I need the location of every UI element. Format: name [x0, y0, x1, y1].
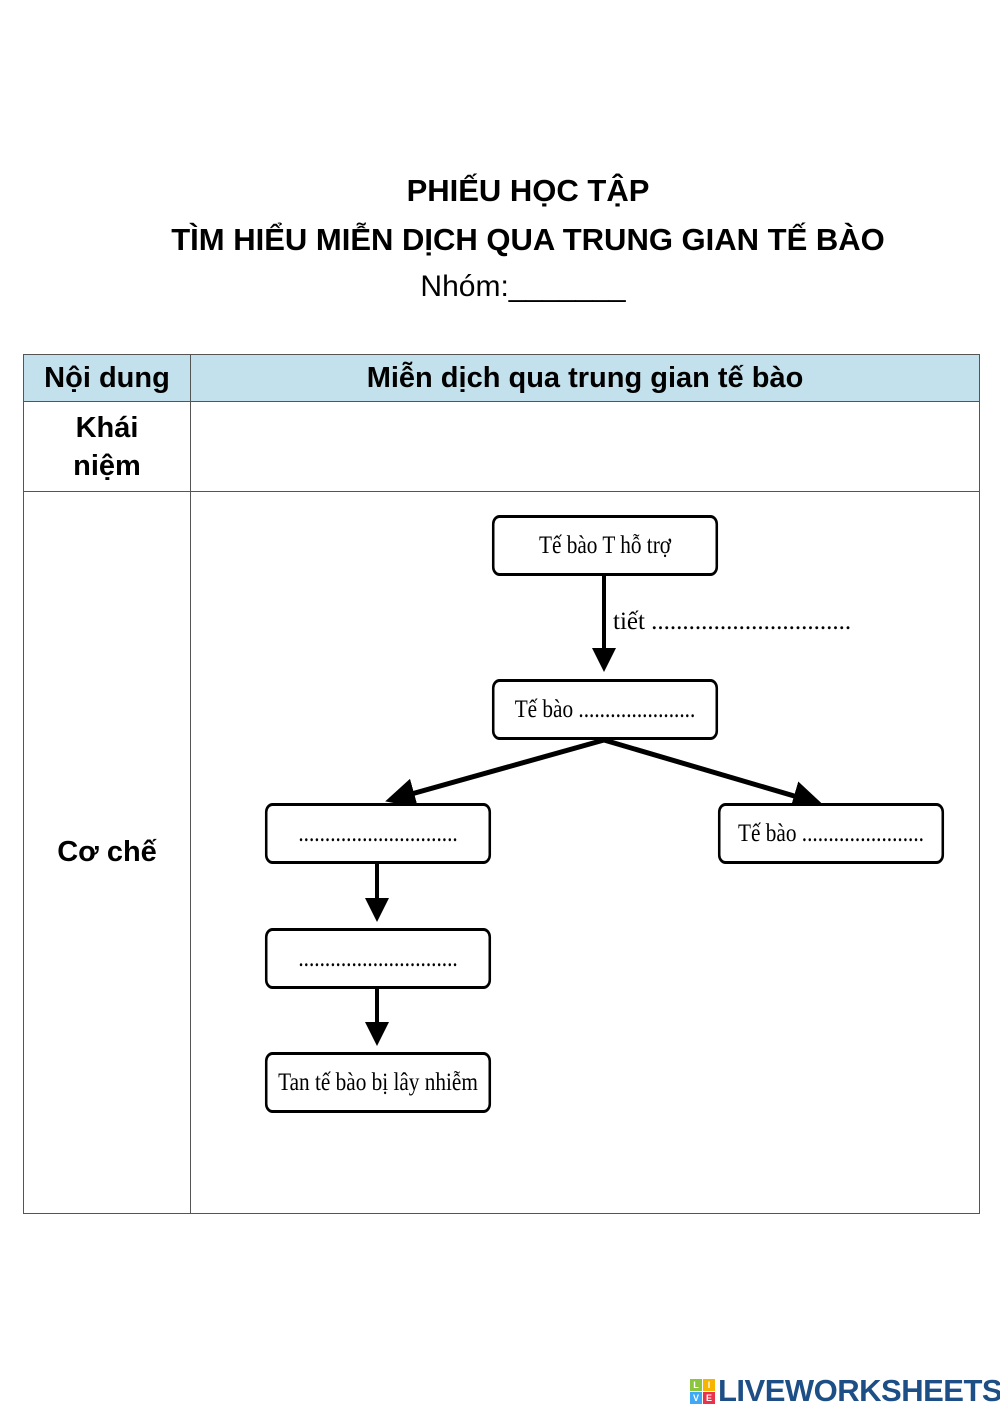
logo-tile: I [703, 1378, 715, 1391]
row-label-text: Khái niệm [73, 411, 141, 482]
helper-t-cell-box: Tế bào T hỗ trợ [491, 515, 719, 576]
left-blank-box-2[interactable]: .............................. [264, 928, 492, 989]
table-header-row: Nội dung Miễn dịch qua trung gian tế bào [23, 354, 980, 402]
logo-tile: V [690, 1391, 702, 1404]
column-header-topic: Miễn dịch qua trung gian tế bào [190, 354, 980, 402]
liveworksheets-logo: L I V E LIVEWORKSHEETS [690, 1373, 1000, 1409]
logo-tile: E [703, 1391, 715, 1404]
logo-tiles-icon: L I V E [690, 1378, 715, 1404]
logo-text: LIVEWORKSHEETS [718, 1373, 1000, 1408]
secretion-label[interactable]: tiết ................................ [613, 608, 852, 635]
middle-cell-box[interactable]: Tế bào ...................... [491, 679, 719, 740]
worksheet-subtitle: TÌM HIỂU MIỄN DỊCH QUA TRUNG GIAN TẾ BÀO [171, 222, 885, 257]
lysis-box: Tan tế bào bị lây nhiễm [264, 1052, 492, 1113]
arrow-cell-to-left [385, 737, 605, 808]
left-blank-box-1[interactable]: .............................. [264, 803, 492, 864]
right-cell-box[interactable]: Tế bào ....................... [717, 803, 945, 864]
logo-tile: L [690, 1378, 702, 1391]
worksheet-title: PHIẾU HỌC TẬP [406, 173, 650, 208]
arrow-cell-to-right [603, 737, 823, 811]
group-field[interactable]: Nhóm:_______ [420, 270, 626, 303]
